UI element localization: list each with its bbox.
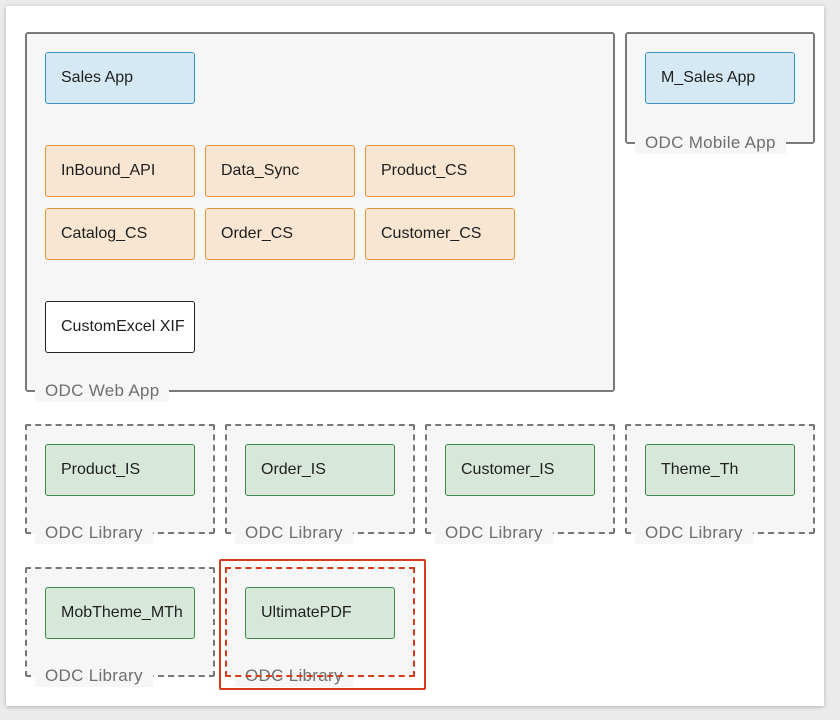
- customer-cs-box[interactable]: Customer_CS: [365, 208, 515, 260]
- theme-th-box[interactable]: Theme_Th: [645, 444, 795, 496]
- order-is-box[interactable]: Order_IS: [245, 444, 395, 496]
- product-cs-box[interactable]: Product_CS: [365, 145, 515, 197]
- order-cs-box[interactable]: Order_CS: [205, 208, 355, 260]
- library-label: ODC Library: [235, 522, 353, 544]
- library-container-ultimatepdf: UltimatePDF ODC Library: [225, 567, 415, 687]
- web-app-label: ODC Web App: [35, 380, 170, 402]
- library-label: ODC Library: [635, 522, 753, 544]
- library-label: ODC Library: [35, 522, 153, 544]
- customer-is-box[interactable]: Customer_IS: [445, 444, 595, 496]
- sales-app-box[interactable]: Sales App: [45, 52, 195, 104]
- m-sales-app-box[interactable]: M_Sales App: [645, 52, 795, 104]
- web-app-container: Sales App InBound_API Data_Sync Product_…: [25, 32, 615, 402]
- product-is-box[interactable]: Product_IS: [45, 444, 195, 496]
- mobile-app-container: M_Sales App ODC Mobile App: [625, 32, 815, 154]
- custom-excel-xif-box[interactable]: CustomExcel XIF: [45, 301, 195, 353]
- data-sync-box[interactable]: Data_Sync: [205, 145, 355, 197]
- mobtheme-mth-box[interactable]: MobTheme_MTh: [45, 587, 195, 639]
- mobile-app-label: ODC Mobile App: [635, 132, 786, 154]
- library-container-mobtheme-mth: MobTheme_MTh ODC Library: [25, 567, 215, 687]
- ultimatepdf-box[interactable]: UltimatePDF: [245, 587, 395, 639]
- library-container-customer-is: Customer_IS ODC Library: [425, 424, 615, 544]
- library-container-order-is: Order_IS ODC Library: [225, 424, 415, 544]
- library-container-theme-th: Theme_Th ODC Library: [625, 424, 815, 544]
- library-container-product-is: Product_IS ODC Library: [25, 424, 215, 544]
- library-label: ODC Library: [35, 665, 153, 687]
- inbound-api-box[interactable]: InBound_API: [45, 145, 195, 197]
- library-label: ODC Library: [435, 522, 553, 544]
- catalog-cs-box[interactable]: Catalog_CS: [45, 208, 195, 260]
- library-label: ODC Library: [235, 665, 353, 687]
